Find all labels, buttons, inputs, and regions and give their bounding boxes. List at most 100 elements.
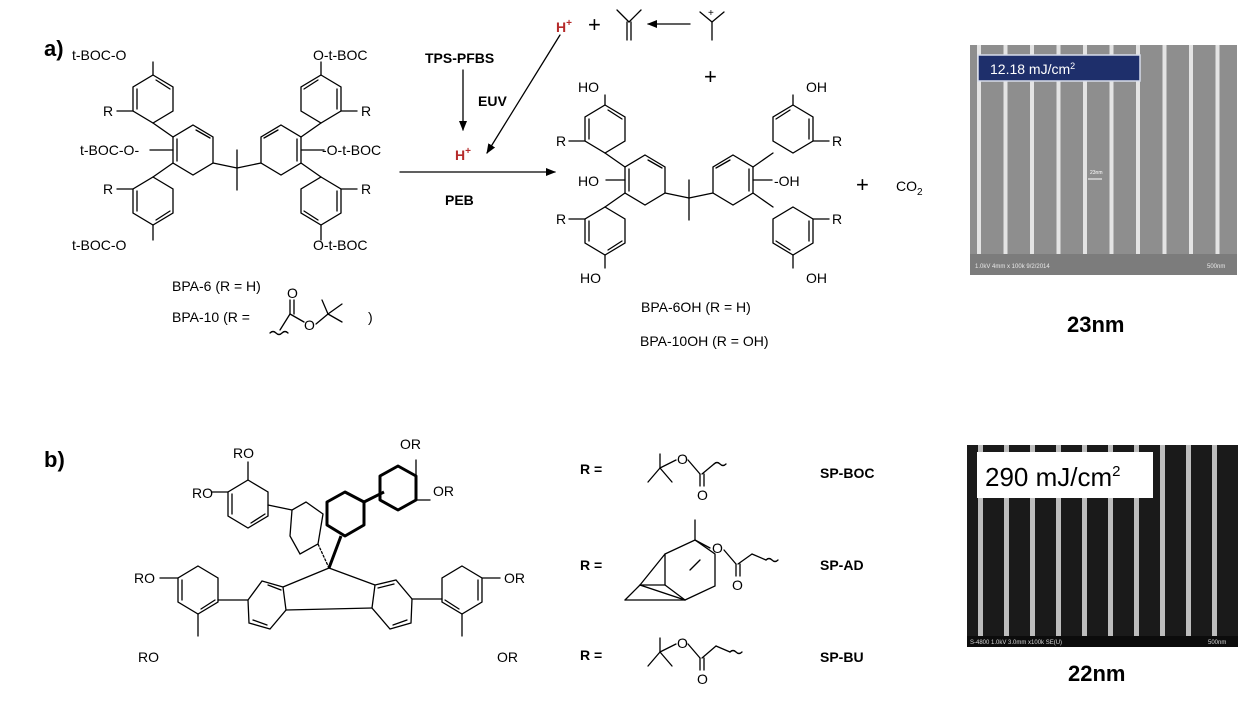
spiro-ring	[289, 501, 324, 555]
sem-line	[1108, 445, 1113, 636]
ester-oxygen: O	[304, 317, 315, 333]
sem-line	[1056, 445, 1061, 636]
core-substituent: RO	[134, 570, 155, 586]
product-core-ring	[624, 154, 666, 206]
product-ring	[584, 104, 626, 154]
resolution-b: 22nm	[1068, 661, 1125, 686]
product-ring	[772, 104, 814, 154]
group-name: SP-BOC	[820, 465, 874, 481]
plus-sign: +	[704, 64, 717, 89]
light-label: EUV	[478, 93, 507, 109]
core-substituent: RO	[233, 445, 254, 461]
dose-label-box	[977, 452, 1153, 498]
panel-a-label: a)	[44, 36, 64, 61]
sem-line	[1136, 45, 1140, 254]
reactant-substituent: -O-t-BOC	[322, 142, 381, 158]
panel-b-label: b)	[44, 447, 65, 472]
product-ring	[772, 206, 814, 256]
sem-dose-label: 290 mJ/cm2	[985, 462, 1121, 492]
reactant-r-group: R	[103, 103, 113, 119]
sem-image-b	[967, 445, 1238, 647]
core-substituent: OR	[504, 570, 525, 586]
reactant-r-group: R	[103, 181, 113, 197]
product-r-group: R	[832, 211, 842, 227]
sem-line	[1083, 45, 1087, 254]
reactant-substituent: O-t-BOC	[313, 237, 367, 253]
reactant-substituent: t-BOC-O	[72, 237, 127, 253]
sem-line	[1082, 445, 1087, 636]
dose-label-box	[977, 54, 1141, 82]
sem-line	[1134, 445, 1139, 636]
sem-line	[1003, 45, 1008, 254]
oxygen-label: O	[712, 540, 723, 556]
sem-line	[1162, 45, 1167, 254]
product-substituent: OH	[806, 79, 827, 95]
product-name: BPA-6OH (R = H)	[641, 299, 751, 315]
sem-line	[1189, 45, 1193, 254]
sem-line	[1160, 445, 1165, 636]
product-r-group: R	[832, 133, 842, 149]
oxygen-label: O	[677, 635, 688, 651]
tert-butyl-cation: +	[699, 8, 725, 41]
group-name: SP-AD	[820, 557, 864, 573]
adamantyl-fragment	[624, 519, 779, 601]
spiro-core-structure	[159, 459, 501, 637]
sem-scale: 500nm	[1208, 640, 1226, 646]
reactant-ring	[300, 176, 342, 226]
core-substituent: RO	[192, 485, 213, 501]
sem-footer: 1.0kV 4mm x 100k 9/2/2014	[975, 264, 1050, 270]
product-core-ring	[712, 154, 754, 206]
reactant-core-ring	[260, 124, 302, 176]
product-substituent: -OH	[774, 173, 800, 189]
reactant-name: BPA-6 (R = H)	[172, 278, 261, 294]
oxygen-label: O	[697, 487, 708, 503]
core-substituent: RO	[138, 649, 159, 665]
tert-butyl-ester-fragment	[269, 299, 343, 336]
co2-label: CO2	[896, 178, 923, 198]
catalytic-arrow	[486, 34, 561, 154]
ester-oxygen: O	[287, 285, 298, 301]
aryl-ring	[441, 565, 483, 615]
plus-sign: +	[588, 12, 601, 37]
reactant-ring	[300, 74, 342, 124]
sem-image-a	[970, 45, 1237, 275]
aryl-ring	[227, 479, 269, 529]
sem-line	[1109, 45, 1114, 254]
sem-scale: 500nm	[1207, 264, 1225, 270]
sem-line	[977, 45, 981, 254]
sem-footer: S-4800 1.0kV 3.0mm x100k SE(U)	[970, 640, 1062, 646]
r-group-label: R =	[580, 461, 602, 477]
reactant-core-ring	[172, 124, 214, 176]
sem-line	[1056, 45, 1061, 254]
product-substituent: HO	[578, 173, 599, 189]
product-ring	[584, 206, 626, 256]
r-group-label: R =	[580, 647, 602, 663]
core-substituent: OR	[433, 483, 454, 499]
reactant-r-group: R	[361, 103, 371, 119]
sem-line	[1215, 45, 1220, 254]
core-substituent: OR	[497, 649, 518, 665]
product-structure	[568, 94, 830, 269]
aryl-ring-bold	[378, 464, 418, 512]
peb-label: PEB	[445, 192, 474, 208]
plus-sign: +	[856, 172, 869, 197]
oxygen-label: O	[732, 577, 743, 593]
svg-text:+: +	[708, 8, 714, 19]
product-r-group: R	[556, 211, 566, 227]
reactant-ring	[132, 74, 174, 124]
reactant-substituent: O-t-BOC	[313, 47, 367, 63]
proton-label: H+	[455, 146, 471, 163]
sem-line	[1030, 45, 1034, 254]
tert-butyl-ester-fragment-b	[647, 637, 743, 671]
r-group-label: R =	[580, 557, 602, 573]
isobutylene-molecule	[616, 9, 642, 41]
product-substituent: OH	[806, 270, 827, 286]
reactant-r-group: R	[361, 181, 371, 197]
sem-measure: 23nm	[1090, 170, 1103, 176]
reactant-name: BPA-10 (R =	[172, 309, 250, 325]
sem-dose-label: 12.18 mJ/cm2	[990, 61, 1075, 77]
product-name: BPA-10OH (R = OH)	[640, 333, 769, 349]
reactant-structure	[116, 61, 358, 241]
spiro-bold-ring	[325, 490, 366, 538]
reactant-name-suffix: )	[368, 309, 373, 325]
